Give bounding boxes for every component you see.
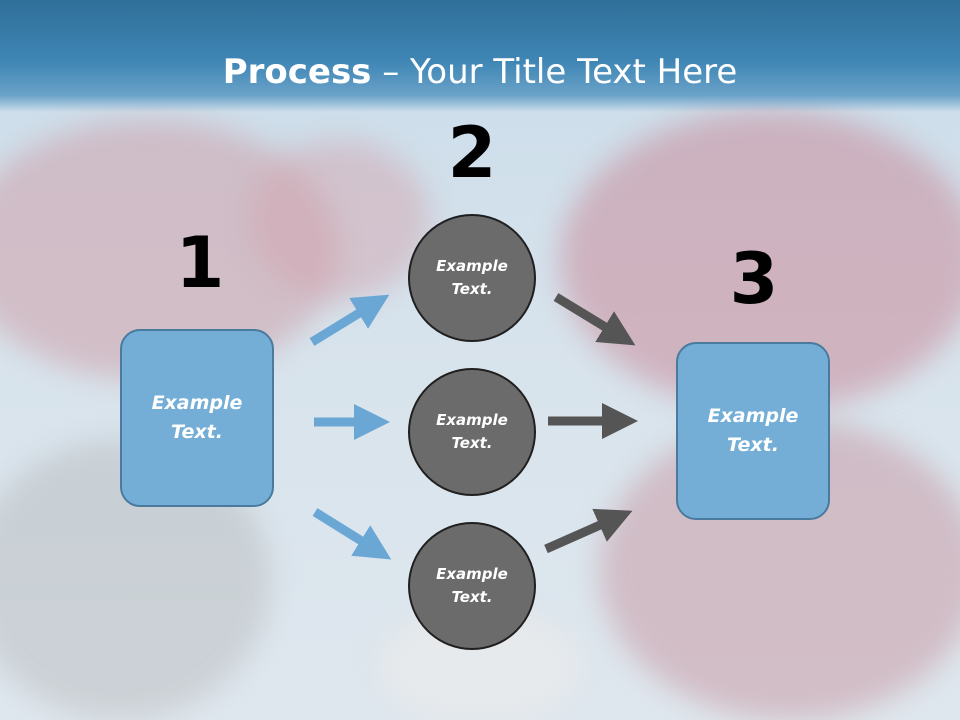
arrow-1-to-bottom [312, 508, 392, 560]
step-2-circle-bottom: Example Text. [408, 522, 536, 650]
step-number-3: 3 [729, 238, 779, 320]
slide-title: Process – Your Title Text Here [0, 52, 960, 92]
step-number-1: 1 [175, 222, 225, 304]
step-1-box: Example Text. [120, 329, 274, 507]
arrow-top-to-3 [553, 293, 636, 346]
step-2-circle-top: Example Text. [408, 214, 536, 342]
step-2-circle-middle: Example Text. [408, 368, 536, 496]
title-bold: Process [222, 52, 372, 92]
step-3-box: Example Text. [676, 342, 830, 520]
step-number-2: 2 [447, 112, 497, 194]
arrow-1-to-top [309, 294, 390, 346]
title-bar [0, 0, 960, 112]
arrow-bottom-to-3 [544, 508, 633, 554]
title-rest: – Your Title Text Here [371, 52, 738, 92]
